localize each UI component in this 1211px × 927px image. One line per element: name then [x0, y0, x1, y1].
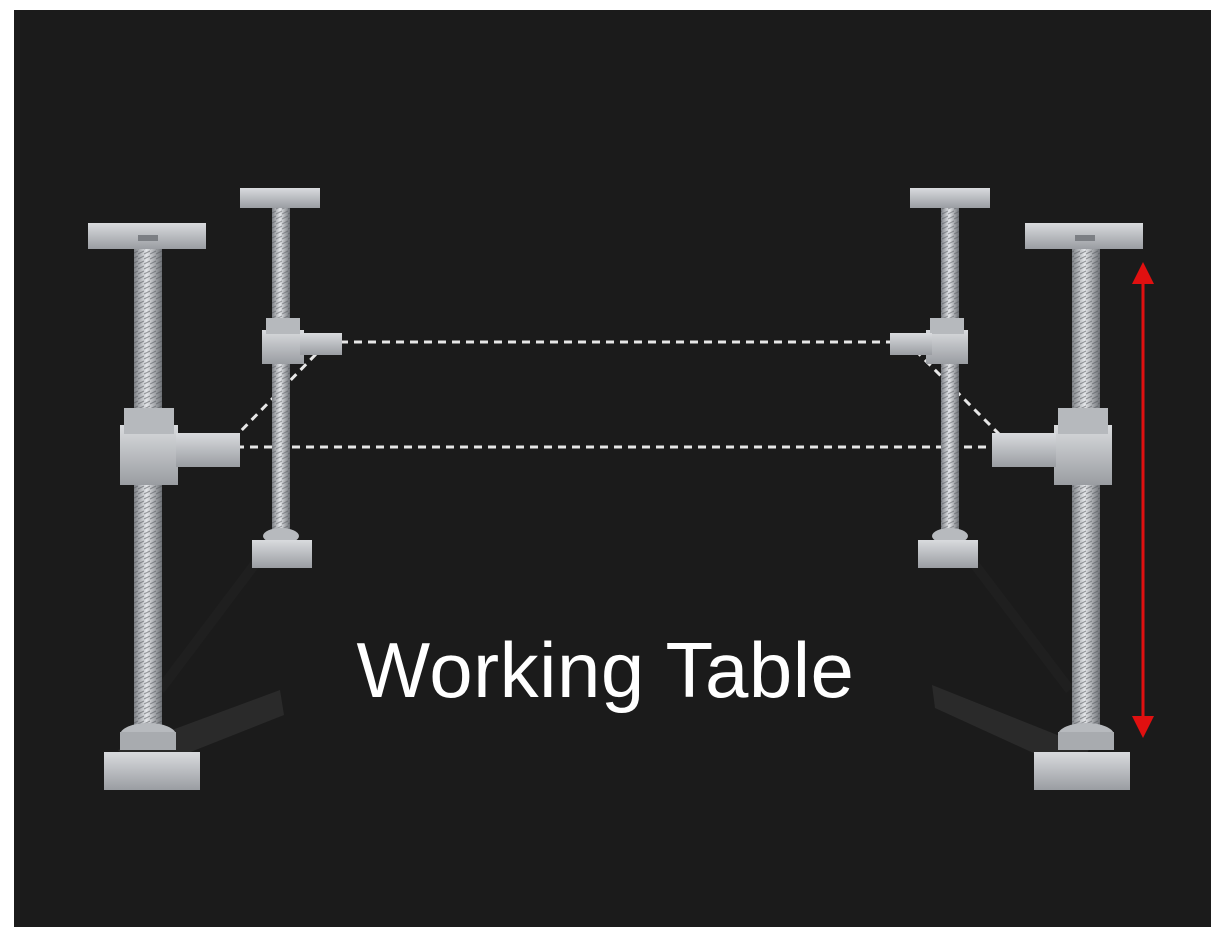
screw-jack-leg-back-right	[890, 188, 990, 568]
caption-working-table: Working Table	[0, 625, 1211, 716]
dashed-table-outline	[232, 342, 1005, 447]
